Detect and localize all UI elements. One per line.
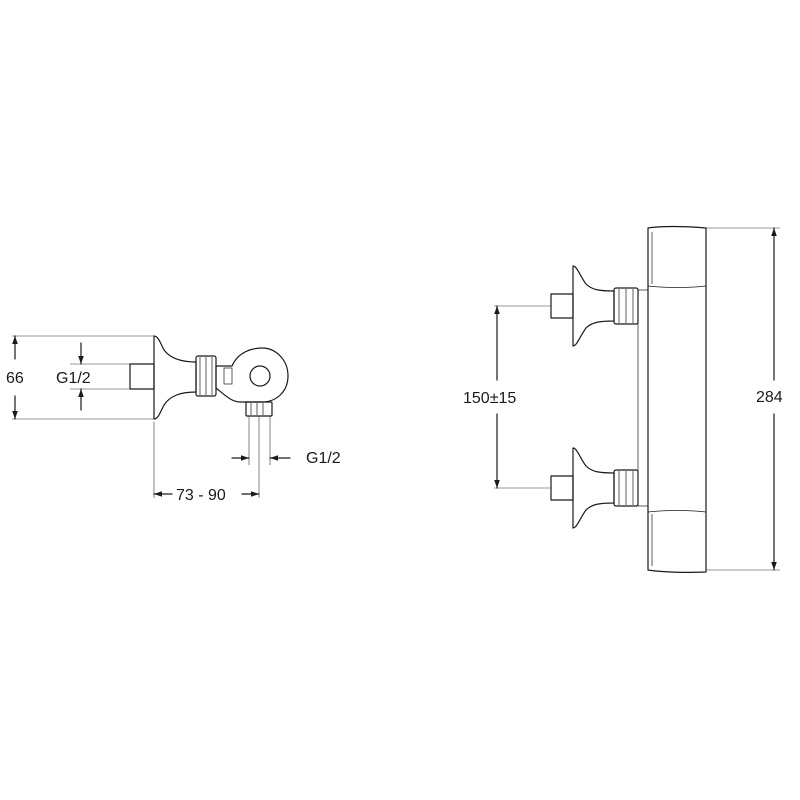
centres-dimension-label: 150±15: [463, 390, 516, 407]
side-view: 66 G1/2 G1/2 73 - 90: [6, 335, 341, 504]
bottom-control-knob: [647, 510, 707, 513]
mixer-body: [647, 225, 707, 573]
overall-height-label: 284: [756, 389, 783, 406]
wall-flange: [153, 335, 197, 420]
front-view: 150±15 284: [463, 225, 783, 573]
valve-bore: [249, 365, 271, 387]
inlet-pipe: [129, 363, 155, 390]
top-control-knob: [647, 285, 707, 288]
lower-inlet: [550, 447, 639, 529]
projection-dimension-label: 73 - 90: [176, 487, 226, 504]
inlet-thread-label: G1/2: [56, 370, 91, 387]
outlet-connector: [245, 401, 273, 417]
valve-body: [215, 347, 289, 403]
upper-inlet: [550, 265, 639, 347]
outlet-thread-label: G1/2: [306, 450, 341, 467]
height-dimension-label: 66: [6, 370, 24, 387]
